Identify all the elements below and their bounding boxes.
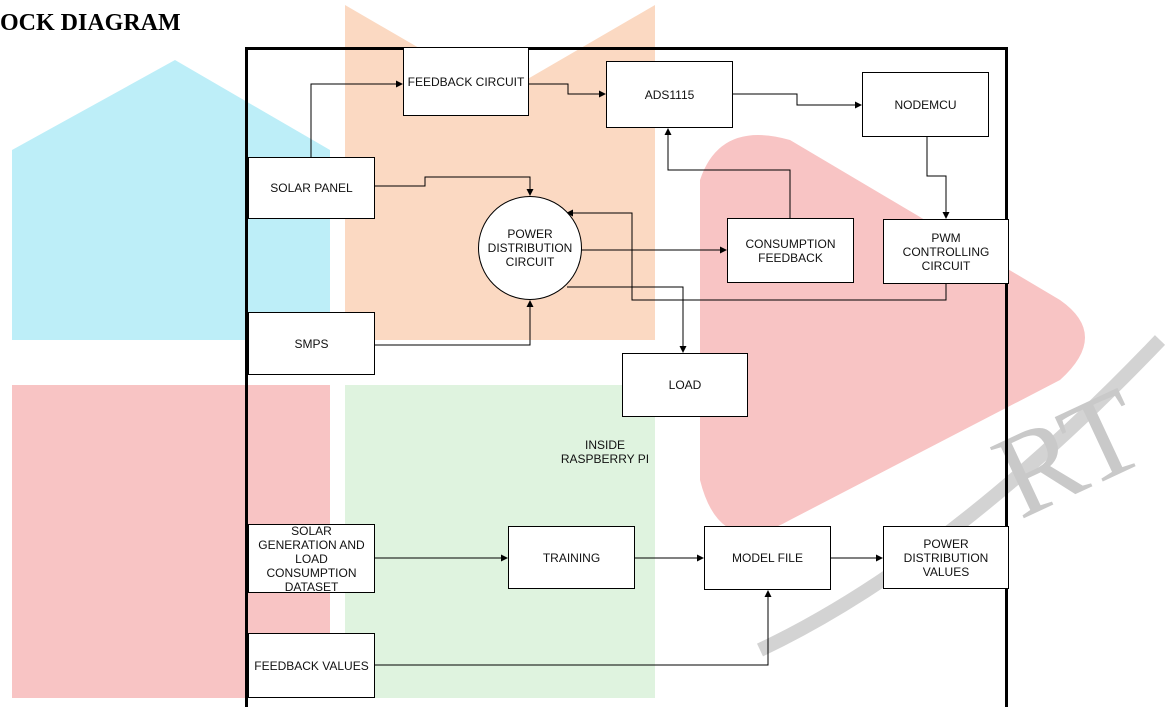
wire-consumption-to-ads <box>667 134 791 218</box>
diagram-frame <box>245 47 1008 707</box>
arrowhead <box>720 246 727 254</box>
wire-solar-to-pdc <box>374 176 531 190</box>
model-file-block: MODEL FILE <box>704 526 831 590</box>
arrowhead <box>599 90 606 98</box>
ads1115-block: ADS1115 <box>606 61 733 128</box>
arrowhead <box>664 128 672 135</box>
watermark-cyan-hexagon <box>12 60 330 340</box>
arrowhead <box>697 554 704 562</box>
wire-solar-to-feedback <box>310 83 397 157</box>
load-block: LOAD <box>622 353 748 417</box>
arrowhead <box>501 554 508 562</box>
arrowhead <box>566 209 573 217</box>
wire-pdc-to-load <box>567 286 684 347</box>
consumption-feedback-block: CONSUMPTION FEEDBACK <box>727 218 854 283</box>
arrowhead <box>876 554 883 562</box>
smps-block: SMPS <box>248 312 375 375</box>
wire-feedbackvalues-to-model <box>374 596 769 666</box>
watermark-green-block <box>345 385 655 698</box>
dataset-block: SOLAR GENERATION AND LOAD CONSUMPTION DA… <box>248 524 375 594</box>
feedback-circuit-block: FEEDBACK CIRCUIT <box>403 47 529 116</box>
power-distribution-values-block: POWER DISTRIBUTION VALUES <box>883 526 1009 589</box>
wire-nodemcu-to-pwm <box>926 137 947 213</box>
arrowhead <box>942 212 950 219</box>
power-distribution-circuit-node: POWER DISTRIBUTION CIRCUIT <box>478 196 582 300</box>
wire-pwm-to-pdc <box>572 212 947 301</box>
arrowhead <box>396 80 403 88</box>
arrowhead <box>526 189 534 196</box>
inside-raspberry-pi-label: INSIDE RASPBERRY PI <box>560 438 650 466</box>
arrowhead <box>855 101 862 109</box>
arrowhead <box>526 300 534 307</box>
wire-feedback-to-ads <box>528 83 600 95</box>
feedback-values-block: FEEDBACK VALUES <box>248 633 375 698</box>
arrowhead <box>679 346 687 353</box>
watermark-red-block <box>12 385 330 698</box>
arrowhead <box>764 590 772 597</box>
wire-smps-to-pdc <box>374 306 531 346</box>
solar-panel-block: SOLAR PANEL <box>248 157 375 219</box>
section-heading: OCK DIAGRAM <box>0 10 181 36</box>
wire-ads-to-nodemcu <box>732 93 856 106</box>
pwm-controlling-circuit-block: PWM CONTROLLING CIRCUIT <box>883 219 1009 284</box>
nodemcu-block: NODEMCU <box>862 72 989 137</box>
training-block: TRAINING <box>508 526 635 589</box>
